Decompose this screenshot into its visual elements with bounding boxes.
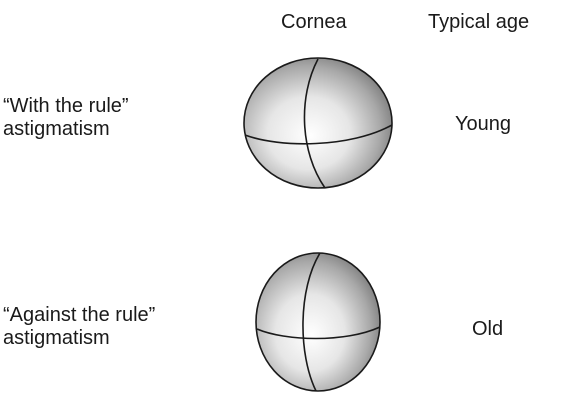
cornea-with-the-rule-illustration (240, 52, 400, 192)
row-label-line1: “Against the rule” (3, 304, 155, 327)
age-old: Old (472, 318, 503, 341)
row-label-line1: “With the rule” (3, 95, 129, 118)
row-label-line2: astigmatism (3, 118, 110, 141)
header-typical-age: Typical age (428, 11, 529, 34)
row-label-line2: astigmatism (3, 327, 110, 350)
cornea-against-the-rule-illustration (250, 249, 390, 395)
age-young: Young (455, 113, 511, 136)
header-cornea: Cornea (281, 11, 347, 34)
